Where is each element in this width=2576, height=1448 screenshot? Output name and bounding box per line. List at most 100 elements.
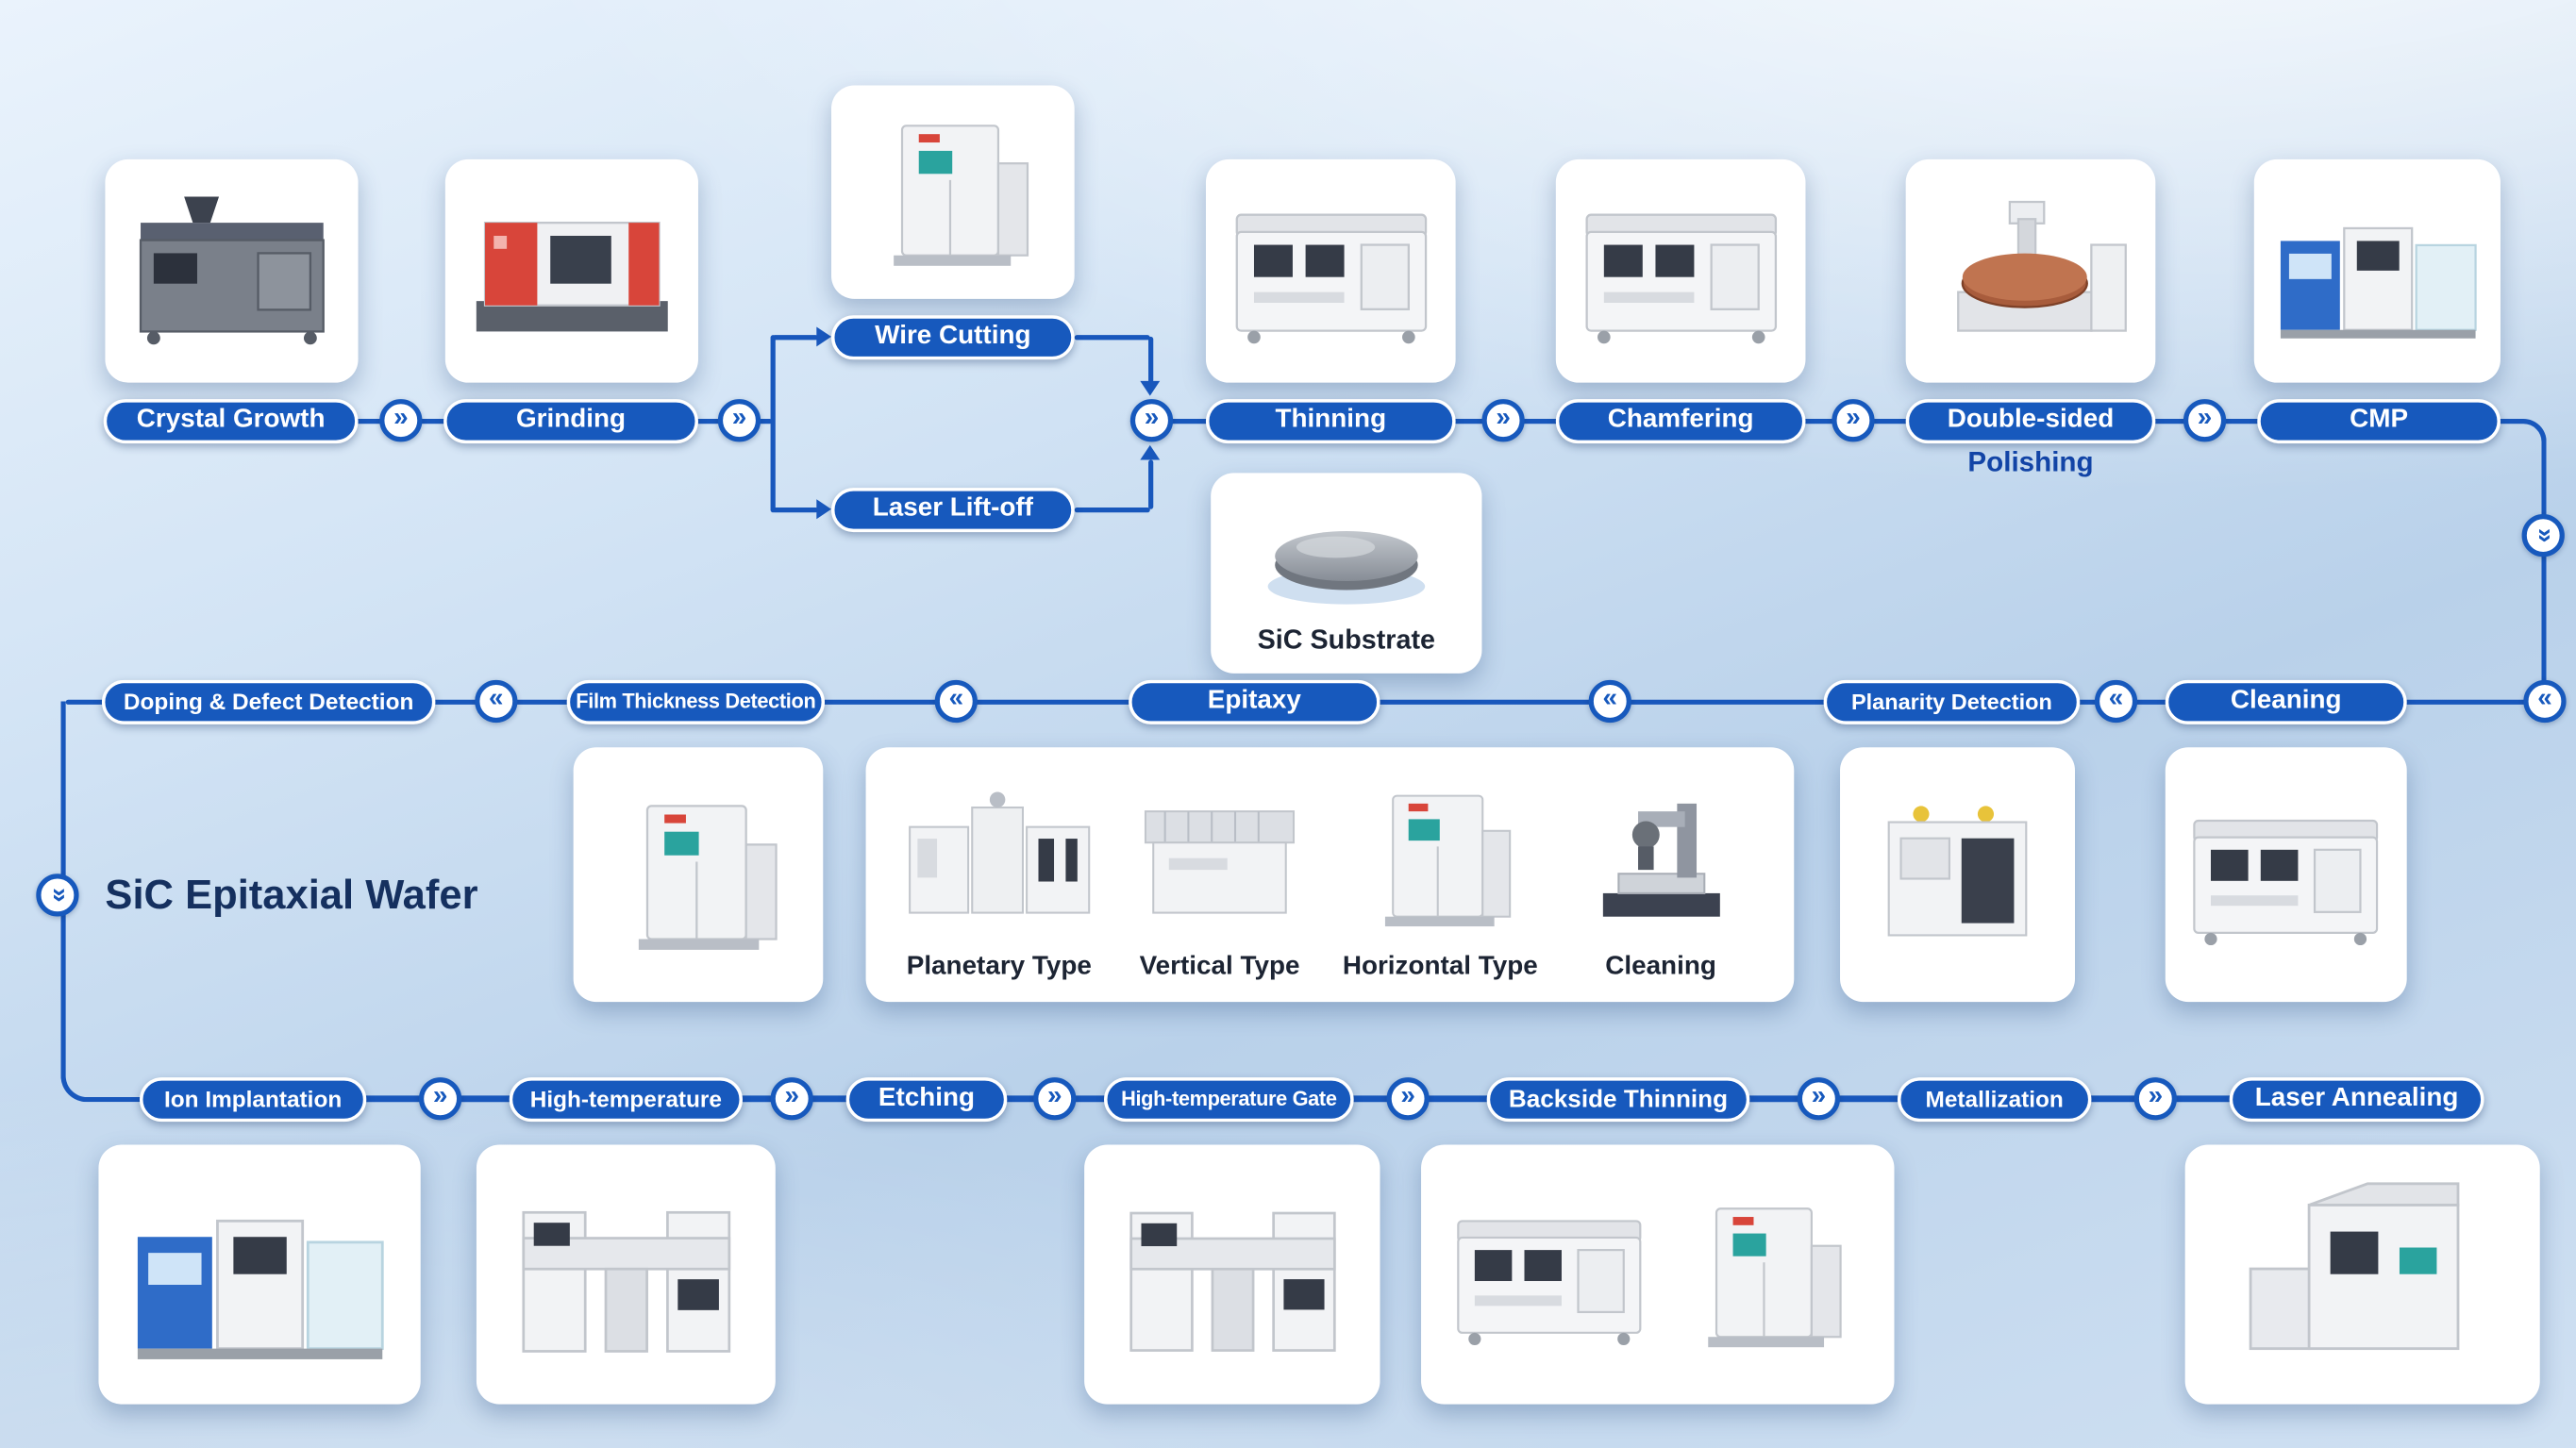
step-label: Ion Implantation — [164, 1085, 343, 1112]
step-metallization: Metallization — [1897, 1076, 2092, 1122]
sic-substrate-wafer-image — [1239, 483, 1454, 625]
step-label: Metallization — [1925, 1085, 2064, 1112]
step-thinning: Thinning — [1205, 398, 1456, 443]
grinding-machine-card — [444, 158, 698, 383]
epitaxy-horizontal-slot: Horizontal Type — [1330, 757, 1550, 992]
step-cleaning: Cleaning — [2165, 678, 2407, 724]
flow-forward-icon: » — [379, 399, 423, 442]
flow-forward-icon: » — [1832, 399, 1875, 442]
connector-line — [1147, 459, 1154, 509]
flow-forward-icon: » — [1033, 1077, 1077, 1121]
step-label: Epitaxy — [1207, 686, 1301, 715]
flow-forward-icon: » — [1481, 399, 1525, 442]
step-label: High-temperature Gate — [1121, 1087, 1337, 1110]
high-temperature-gate-machine-image — [1105, 1168, 1360, 1381]
flow-backward-icon: « — [1588, 679, 1631, 724]
step-crystal-growth: Crystal Growth — [103, 398, 359, 443]
flow-backward-icon: « — [475, 679, 518, 724]
flow-down-icon: » — [36, 874, 79, 917]
horizontal-type-machine-image — [1343, 767, 1538, 949]
cleaning-machine-image — [2183, 770, 2390, 978]
flow-forward-icon: » — [2133, 1077, 2177, 1121]
connector-line — [1074, 334, 1150, 341]
crystal-growth-machine-card — [105, 158, 359, 383]
arrowhead-icon — [1140, 444, 1161, 460]
step-label: CMP — [2350, 406, 2409, 434]
double-sided-polishing-machine-card — [1905, 158, 2156, 383]
flow-backward-icon: « — [934, 679, 978, 724]
step-label: Wire Cutting — [875, 322, 1031, 350]
connector-corner — [2497, 418, 2547, 705]
wire-cutting-machine-image — [848, 105, 1058, 280]
planarity-detection-machine-card — [1840, 747, 2076, 1003]
flow-forward-icon: » — [1386, 1077, 1430, 1121]
flow-forward-icon: » — [418, 1077, 462, 1121]
flow-forward-icon: » — [1797, 1077, 1841, 1121]
high-temperature-machine-card — [476, 1144, 776, 1405]
vertical-type-label: Vertical Type — [1139, 952, 1300, 981]
step-high-temperature: High-temperature — [509, 1076, 743, 1122]
step-label: Laser Annealing — [2254, 1084, 2459, 1112]
flow-forward-icon: » — [1129, 399, 1174, 442]
step-chamfering: Chamfering — [1555, 398, 1806, 443]
arrowhead-icon — [816, 326, 831, 347]
sic-substrate-card: SiC Substrate — [1211, 473, 1482, 674]
film-thickness-machine-image — [591, 770, 806, 978]
step-cmp: CMP — [2257, 398, 2501, 443]
arrowhead-icon — [816, 499, 831, 520]
step-label: Etching — [878, 1084, 976, 1112]
step-label: Grinding — [516, 406, 627, 434]
high-temperature-gate-machine-card — [1084, 1144, 1380, 1405]
cmp-machine-image — [2271, 179, 2484, 362]
double-sided-polishing-machine-image — [1923, 179, 2138, 362]
step-label: Backside Thinning — [1508, 1084, 1729, 1113]
backside-thinning-machine-image — [1663, 1171, 1869, 1378]
flow-forward-icon: » — [717, 399, 761, 442]
flow-backward-icon: « — [2523, 679, 2567, 724]
high-temperature-machine-image — [497, 1168, 755, 1381]
chamfering-machine-card — [1555, 158, 1806, 383]
laser-annealing-machine-image — [2210, 1168, 2515, 1381]
thinning-machine-card — [1205, 158, 1456, 383]
cleaning-tool-image — [1564, 767, 1759, 949]
wire-cutting-machine-card — [830, 85, 1075, 299]
arrowhead-icon — [1140, 380, 1161, 396]
step-planarity-detection: Planarity Detection — [1823, 678, 2081, 724]
epitaxy-cleaning-slot: Cleaning — [1550, 757, 1771, 992]
step-etching: Etching — [845, 1076, 1008, 1122]
step-high-temperature-gate: High-temperature Gate — [1104, 1076, 1354, 1122]
chamfering-machine-image — [1573, 179, 1788, 362]
step-label: Thinning — [1275, 406, 1387, 434]
epitaxy-planetary-slot: Planetary Type — [889, 757, 1110, 992]
step-label: Double-sided — [1947, 406, 2115, 434]
vertical-type-machine-image — [1122, 767, 1317, 949]
planetary-type-machine-image — [901, 767, 1096, 949]
step-double-sided-polishing-line2: Polishing — [1967, 446, 2094, 478]
step-wire-cutting: Wire Cutting — [830, 314, 1075, 359]
step-label: Doping & Defect Detection — [123, 688, 414, 715]
backside-thinning-machine-card — [1421, 1144, 1895, 1405]
step-label: High-temperature — [529, 1085, 722, 1112]
step-backside-thinning: Backside Thinning — [1486, 1076, 1750, 1122]
flow-down-icon: » — [2521, 513, 2565, 558]
connector-line — [769, 334, 776, 513]
step-label: Crystal Growth — [136, 406, 326, 434]
connector-line — [1074, 507, 1150, 513]
cleaning-tool-label: Cleaning — [1605, 952, 1716, 981]
ion-implantation-machine-image — [121, 1168, 397, 1381]
cleaning-machine-card — [2165, 747, 2407, 1003]
connector-line — [1147, 336, 1154, 383]
step-label: Chamfering — [1607, 406, 1754, 434]
film-thickness-machine-card — [573, 747, 824, 1003]
connector-line — [772, 507, 819, 513]
step-label: Planarity Detection — [1850, 689, 2052, 714]
epitaxy-vertical-slot: Vertical Type — [1110, 757, 1330, 992]
step-film-thickness-detection: Film Thickness Detection — [566, 678, 826, 724]
ion-implantation-machine-card — [98, 1144, 421, 1405]
horizontal-type-label: Horizontal Type — [1342, 952, 1538, 981]
step-laser-annealing: Laser Annealing — [2229, 1076, 2484, 1122]
step-label: Film Thickness Detection — [576, 690, 816, 713]
step-epitaxy: Epitaxy — [1129, 678, 1380, 724]
planarity-detection-machine-image — [1856, 770, 2058, 978]
